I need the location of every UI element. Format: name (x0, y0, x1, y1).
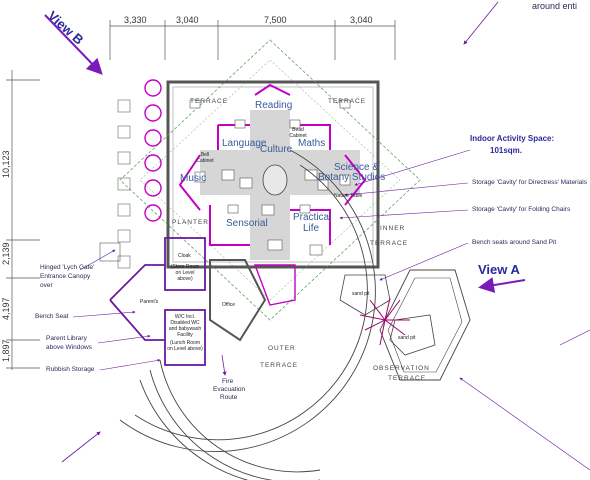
dim-top-2: 3,040 (176, 15, 199, 25)
callout-parent-library-2: above Windows (46, 344, 92, 351)
sand-pit-2-label: sand pit (398, 335, 416, 341)
dim-left-3: 4,197 (1, 297, 11, 320)
dim-left-4: 1,897 (1, 339, 11, 362)
view-b-arrow (44, 14, 103, 75)
fire-route-label-3: Route (220, 394, 238, 401)
central-oval-table (262, 164, 288, 196)
planter-squares (117, 99, 131, 269)
dim-top-4: 3,040 (350, 15, 373, 25)
furniture-tables (189, 99, 351, 256)
outer-terrace-label-2: TERRACE (260, 362, 299, 369)
fire-route-label-2: Evacuation (213, 386, 246, 393)
nature-table-label: Nature Table (334, 193, 363, 199)
parents-label: Parent's (140, 299, 159, 305)
planter-circles (144, 79, 162, 222)
terrace-left-label: TERRACE (190, 98, 229, 105)
room-sensorial: Sensorial (226, 218, 268, 229)
room-partitions (178, 83, 367, 246)
planning-grid-inner (139, 59, 401, 301)
indoor-space-area: 101sqm. (490, 146, 523, 155)
sand-pit-1-label: sand pit (352, 291, 370, 297)
room-language: Language (222, 138, 267, 149)
dim-left-1: 10,123 (1, 150, 11, 178)
callout-lych-gate-3: over (40, 282, 53, 289)
lower-left-arrow (61, 431, 101, 463)
lych-gate-symbol (99, 242, 121, 262)
room-reading: Reading (255, 100, 293, 111)
callout-storage-materials: Storage 'Cavity' for Directress' Materia… (472, 179, 587, 186)
bell-cabinet-label: Bell Cabinet (196, 152, 214, 164)
dim-top-1: 3,330 (124, 15, 147, 25)
callout-lych-gate-2: Entrance Canopy (40, 273, 91, 280)
room-life: Life (303, 223, 320, 234)
callout-rubbish: Rubbish Storage (46, 366, 95, 373)
planter-label: PLANTER (172, 219, 209, 226)
observation-terrace-label-1: OBSERVATION (373, 365, 430, 372)
observation-terrace-inner (387, 277, 463, 373)
callout-bench-seat: Bench Seat (35, 313, 69, 320)
lunch-room-label: (Lunch Room on Level above) (167, 340, 203, 352)
building-outer-wall (166, 80, 380, 269)
callout-lych-gate-1: Hinged 'Lych Gate' (40, 264, 95, 271)
tree-symbol (359, 297, 410, 346)
room-practical: Practical (293, 212, 332, 223)
callout-lines (72, 149, 590, 471)
indoor-space-title: Indoor Activity Space: (470, 134, 555, 143)
callout-parent-library-1: Parent Library (46, 335, 87, 342)
office-block (209, 259, 267, 342)
observation-terrace-label-2: TERRACE (388, 375, 427, 382)
fire-route-arrow (221, 354, 227, 376)
fire-route-label-1: Fire (222, 378, 234, 385)
room-science: Science & (334, 162, 380, 173)
sand-pit-2-outline (389, 314, 436, 356)
room-culture: Culture (260, 144, 293, 155)
terrace-arcs (119, 149, 376, 480)
outer-terrace-label-1: OUTER (268, 345, 296, 352)
sand-pit-1-outline (339, 274, 391, 316)
store-room-label: (Store Room on Level above) (170, 264, 200, 282)
room-music: Music (180, 173, 207, 184)
callout-bench-sand-pit: Bench seats around Sand Pit (472, 239, 557, 246)
callout-storage-chairs: Storage 'Cavity' for Folding Chairs (472, 206, 571, 213)
left-dimension-line (6, 70, 40, 370)
view-a-label: View A (478, 262, 520, 277)
cloak-label: Cloak (178, 253, 191, 259)
inner-terrace-label-1: INNER (380, 225, 406, 232)
kitchen-block (253, 264, 296, 306)
wc-label: W/C Incl. Disabled WC and babywash Facil… (168, 314, 202, 338)
terrace-right-label: TERRACE (328, 98, 367, 105)
dim-top-3: 7,500 (264, 15, 287, 25)
room-botany: Botany Studies (318, 172, 386, 183)
planning-grid-outline (119, 39, 421, 321)
view-a-arrow (478, 277, 526, 293)
top-right-arrow (463, 1, 499, 45)
office-label: Office (222, 302, 235, 308)
dim-left-2: 2,139 (1, 242, 11, 265)
top-note: around enti (532, 1, 578, 11)
room-maths: Maths (298, 138, 326, 149)
top-dimension-line (109, 20, 396, 60)
inner-terrace-label-2: TERRACE (370, 240, 409, 247)
observation-terrace-outline (379, 269, 471, 381)
bead-cabinet-label: Bead Cabinet (289, 127, 307, 139)
